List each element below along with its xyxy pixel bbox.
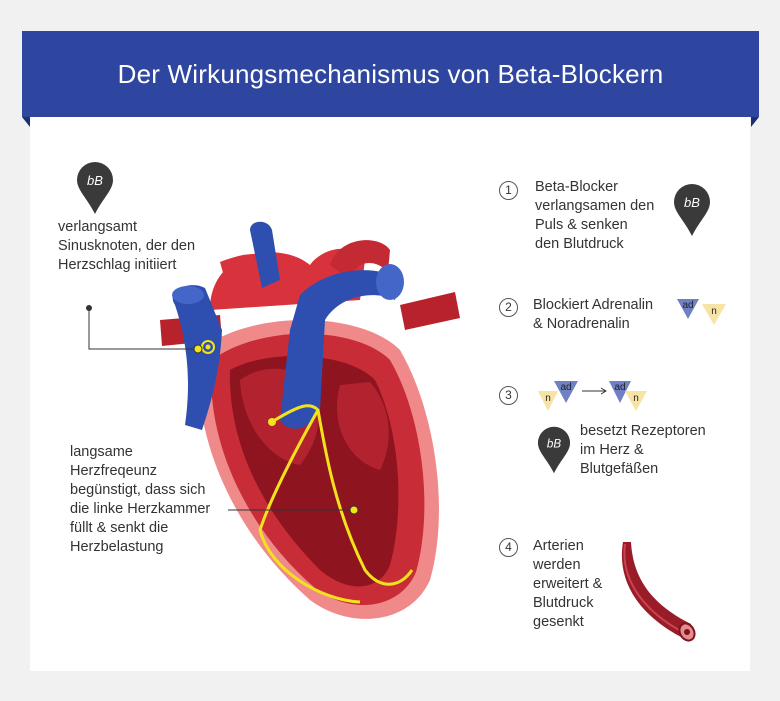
badge-ad: ad: [614, 382, 625, 393]
marker-label: bB: [547, 437, 561, 450]
step-1-text: Beta-Blocker verlangsamen den Puls & sen…: [535, 179, 655, 252]
heart-illustration: [160, 221, 460, 619]
step-1-marker-icon: bB: [674, 184, 710, 236]
marker-label: bB: [684, 195, 700, 210]
step-3-text: besetzt Rezeptoren im Herz & Blutgefäßen: [580, 423, 706, 477]
beta-blocker-marker-icon: bB: [77, 162, 113, 214]
step-1-number: 1: [499, 181, 518, 200]
title-banner: [22, 31, 759, 117]
banner-fold-right: [751, 117, 759, 127]
artery-icon: [621, 542, 696, 642]
pointer-ventricle: [228, 505, 359, 515]
marker-label: bB: [87, 173, 103, 188]
step-3-marker-icon: bB: [537, 426, 571, 474]
step-2-badges: ad n: [677, 299, 726, 325]
banner-fold-left: [22, 117, 30, 127]
pointer-sinus: [86, 305, 203, 354]
step-4-text: Arterien werden erweitert & Blutdruck ge…: [533, 538, 603, 630]
step-3-badge-diagram: n ad ad n: [538, 381, 647, 411]
badge-n: n: [545, 393, 551, 404]
label-sinus-node: verlangsamt Sinusknoten, der den Herzsch…: [58, 219, 196, 273]
badge-ad: ad: [560, 382, 571, 393]
label-left-ventricle: langsame Herzfreqeunz begünstigt, dass s…: [70, 444, 211, 555]
pointer-av-node: [268, 418, 276, 426]
badge-n: n: [633, 393, 639, 404]
step-2-number: 2: [499, 298, 518, 317]
step-3-number: 3: [499, 386, 518, 405]
badge-ad: ad: [682, 300, 693, 311]
badge-n: n: [711, 306, 717, 317]
page-title: Der Wirkungsmechanismus von Beta-Blocker…: [117, 59, 664, 89]
step-2-text: Blockiert Adrenalin & Noradrenalin: [533, 297, 654, 332]
step-4-number: 4: [499, 538, 518, 557]
